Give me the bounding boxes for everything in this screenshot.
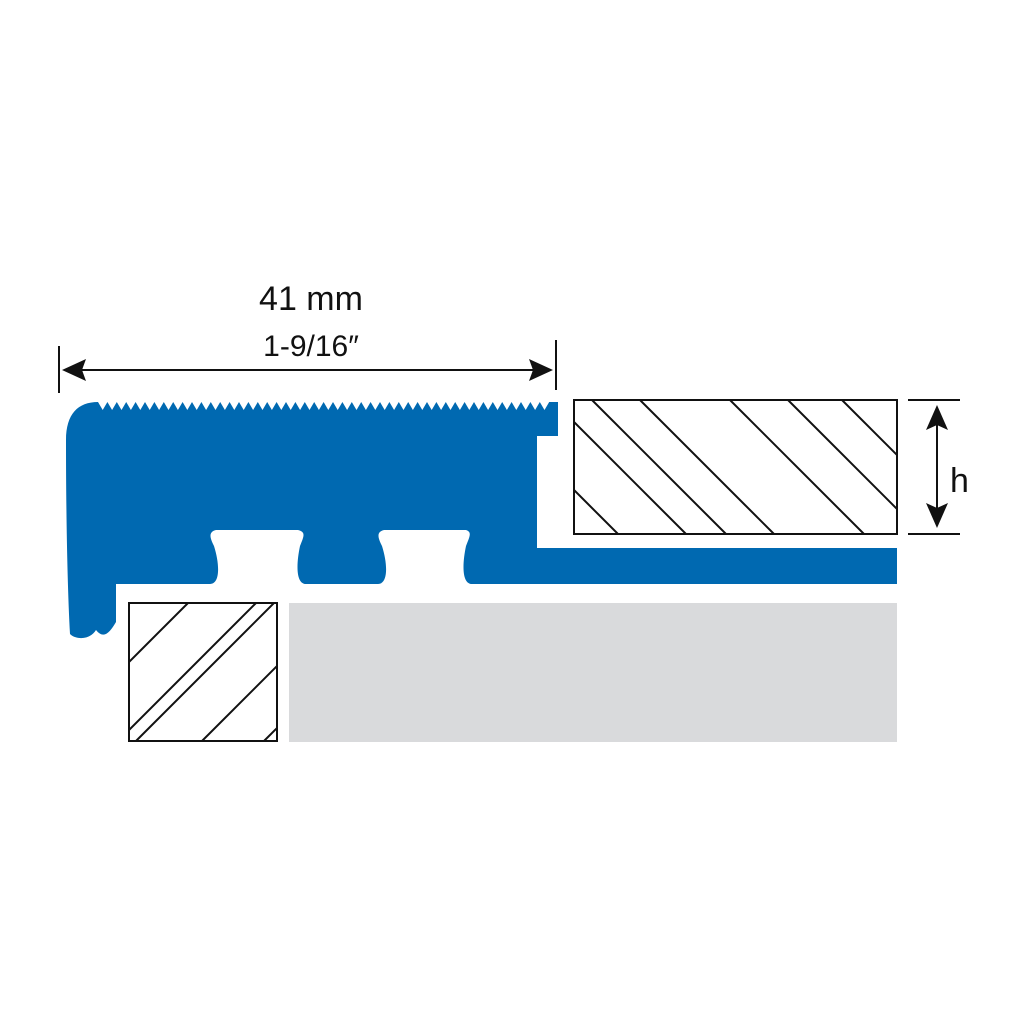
substrate-block xyxy=(289,603,897,742)
height-dimension xyxy=(908,399,960,535)
upper-floor-covering xyxy=(573,399,898,535)
width-inches-label: 1-9/16″ xyxy=(263,330,359,363)
width-mm-label: 41 mm xyxy=(259,280,363,318)
lower-wood-block xyxy=(128,602,278,742)
nosing-profile xyxy=(66,402,897,639)
height-label: h xyxy=(950,462,969,500)
width-dimension xyxy=(58,340,557,393)
